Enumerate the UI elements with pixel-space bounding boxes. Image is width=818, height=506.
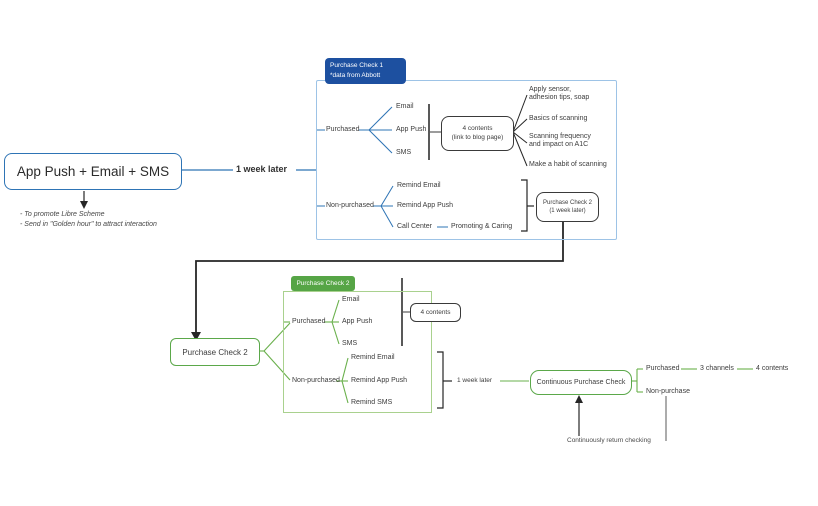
check1-call-center: Call Center [397,223,433,230]
check1-content-4: Make a habit of scanning [529,161,607,168]
black-brackets [437,179,534,409]
check1-tree-lines [317,106,448,228]
check2-panel [283,291,432,413]
delay-label-1: 1 week later [236,164,288,174]
check1-contents-box-line2: (link to blog page) [451,133,504,141]
check1-purchased-label: Purchased [326,126,360,133]
check2-channel-app-push: App Push [342,318,373,325]
check1-remind-email: Remind Email [397,182,441,189]
continuous-non-purchase-label: Non-purchase [646,388,690,395]
check2-entry-arrowhead [191,332,201,341]
continuous-check-label: Continuous Purchase Check [536,379,626,386]
check1-tab: Purchase Check 1 *data from Abbott [325,58,406,84]
check1-panel [316,80,617,240]
check1-channel-email: Email [396,103,414,110]
check1-contents-box-line1: 4 contents [462,125,493,133]
check1-tab-title: Purchase Check 1 [330,62,384,70]
check1-content-2: Basics of scanning [529,115,588,122]
check2-contents-box-label: 4 contents [420,309,451,316]
check1-to-check2-elbow [195,221,564,333]
check1-tab-subtitle: *data from Abbott [330,72,381,79]
check1-contents-box: 4 contents (link to blog page) [441,116,514,151]
check1-content-3: Scanning frequency and impact on A1C [529,133,591,149]
campaign-note-1: - To promote Libre Scheme [20,211,105,218]
check1-channel-app-push: App Push [396,126,427,133]
loop-up-arrowhead [575,395,583,403]
check2-contents-box: 4 contents [410,303,461,322]
check2-entry-label: Purchase Check 2 [182,347,248,357]
check1-next-step-line2: (1 week later) [549,208,586,214]
check2-channel-sms: SMS [342,340,358,347]
check1-call-center-note: Promoting & Caring [451,223,513,230]
check1-remind-app-push: Remind App Push [397,202,454,209]
check2-purchased-label: Purchased [292,318,326,325]
loop-label: Continuously return checking [567,437,651,444]
continuous-channels-label: 3 channels [700,365,734,372]
check1-next-step-line1: Purchase Check 2 [542,199,593,206]
check2-remind-app-push: Remind App Push [351,377,408,384]
check1-contents-fan [512,94,528,167]
continuous-purchased-label: Purchased [646,365,680,372]
check2-remind-sms: Remind SMS [351,399,393,406]
check2-entry-box: Purchase Check 2 [170,338,260,366]
continuous-contents-label: 4 contents [756,365,789,372]
check1-non-purchased-label: Non-purchased [326,202,374,209]
campaign-label: App Push + Email + SMS [16,164,170,179]
check2-tab-title: Purchase Check 2 [296,280,350,287]
delay-label-2: 1 week later [457,377,493,384]
check1-content-1: Apply sensor, adhesion tips, soap [529,86,590,102]
intro-down-arrowhead [80,201,88,209]
check1-channel-sms: SMS [396,149,412,156]
check2-tab: Purchase Check 2 [291,276,355,291]
check2-non-purchased-label: Non-purchased [292,377,340,384]
gray-bracket-ticks [402,131,441,313]
check2-tree-lines [258,299,349,404]
check2-channel-email: Email [342,296,360,303]
check2-remind-email: Remind Email [351,354,395,361]
check1-next-step-box: Purchase Check 2 (1 week later) [536,192,599,222]
campaign-box: App Push + Email + SMS [4,153,182,190]
continuous-check-box: Continuous Purchase Check [530,370,632,395]
continuous-lines [500,368,753,393]
campaign-note-2: - Send in "Golden hour" to attract inter… [20,221,157,228]
